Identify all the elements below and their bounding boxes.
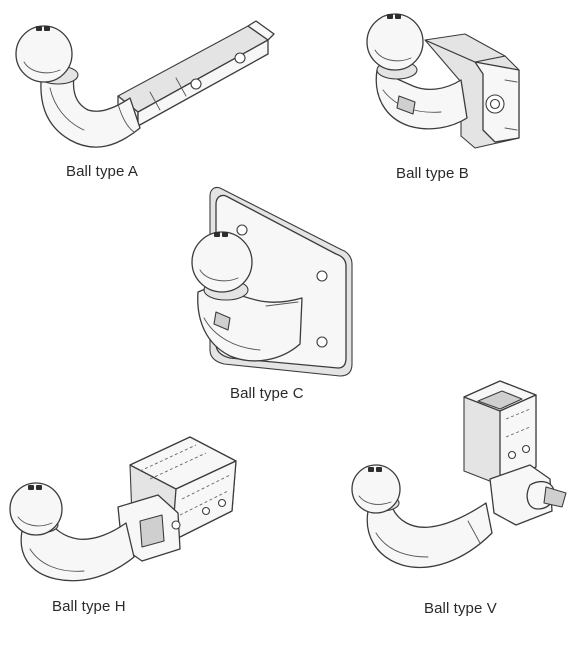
ball-type-h-caption: Ball type H: [52, 598, 126, 615]
ball-type-c-caption: Ball type C: [230, 385, 304, 402]
ball-type-v-illustration: [340, 375, 586, 595]
ball-type-a-caption: Ball type A: [66, 163, 138, 180]
ball-type-a-illustration: [0, 0, 290, 160]
ball-type-b-caption: Ball type B: [396, 165, 469, 182]
ball-type-c-illustration: [170, 180, 370, 380]
ball-type-h-illustration: [0, 425, 250, 595]
ball-type-v-caption: Ball type V: [424, 600, 497, 617]
ball-type-b-illustration: [355, 0, 586, 160]
